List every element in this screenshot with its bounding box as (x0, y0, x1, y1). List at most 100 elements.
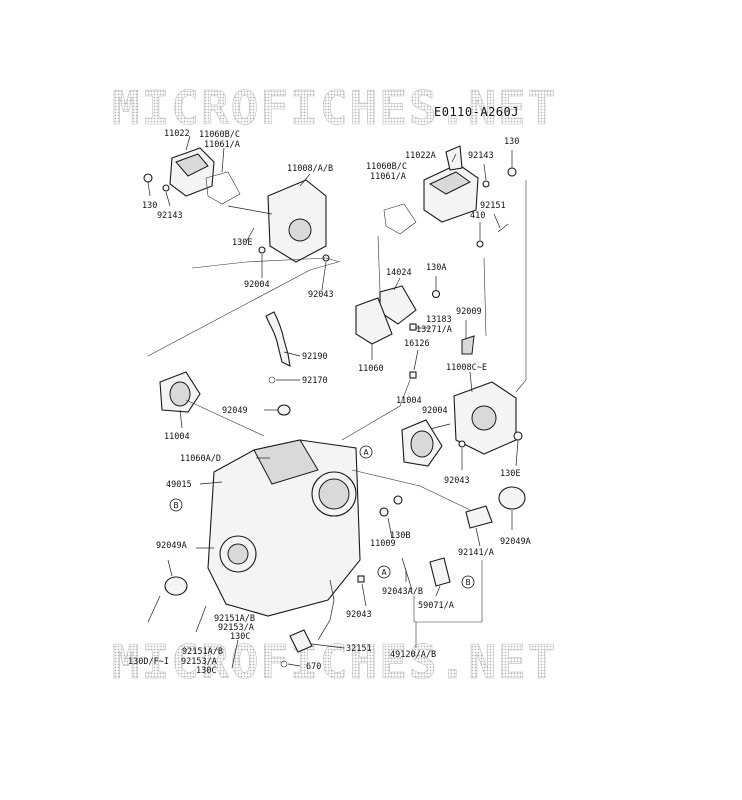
head-port-left (288, 218, 312, 242)
left-valve-cover-assembly (143, 135, 341, 291)
cover-gasket-right (383, 203, 417, 235)
ref-marker-a2: A (377, 565, 391, 579)
label-92049a-right: 92049A (500, 537, 531, 547)
label-11008ce: 11008C~E (446, 363, 487, 373)
svg-text:B: B (466, 578, 471, 587)
dipstick-tube (317, 579, 335, 641)
label-92153a-2: 92153/A (181, 657, 217, 667)
bolt-130df (147, 595, 161, 623)
label-92143-right: 92143 (468, 151, 494, 161)
stud-130e-left (227, 205, 273, 215)
label-410: 410 (470, 211, 485, 221)
filter-59071 (429, 557, 451, 587)
right-valve-cover-assembly (355, 145, 527, 470)
label-11060bc-right: 11060B/C (366, 162, 407, 172)
label-92043-right: 92043 (444, 476, 470, 486)
svg-text:A: A (382, 568, 388, 577)
pin-16126 (409, 371, 417, 379)
seal-92049 (277, 404, 291, 416)
label-130-left: 130 (142, 201, 157, 211)
label-92151ab-2: 92151A/B (182, 647, 223, 657)
label-130b: 130B (390, 531, 410, 541)
plug-92151 (497, 223, 509, 233)
oring-670 (280, 660, 288, 668)
label-11022-left: 11022 (164, 129, 190, 139)
bolt-130c (231, 639, 239, 669)
ref-marker-a1: A (359, 445, 373, 459)
bolt-130-right (507, 167, 517, 177)
label-92190: 92190 (302, 352, 328, 362)
label-14024: 14024 (386, 268, 412, 278)
label-92049a-left: 92049A (156, 541, 187, 551)
label-59071a: 59071/A (418, 601, 454, 611)
label-130e-right: 130E (500, 469, 520, 479)
bolt-130b (393, 495, 403, 505)
valve-92009 (461, 335, 475, 355)
oil-seal-92049a (164, 576, 188, 596)
label-92049: 92049 (222, 406, 248, 416)
label-92151: 92151 (480, 201, 506, 211)
label-11061a-right: 11061/A (370, 172, 406, 182)
bracket-32151 (289, 629, 313, 653)
label-92143-left: 92143 (157, 211, 183, 221)
svg-text:B: B (174, 501, 179, 510)
bolt-130a (431, 289, 441, 299)
label-49015: 49015 (166, 480, 192, 490)
oil-seal-92049a-right (498, 486, 526, 510)
pin-92043ab (401, 557, 413, 591)
label-92043-top: 92043 (308, 290, 334, 300)
spacer-11060 (355, 297, 393, 345)
label-11060ad: 11060A/D (180, 454, 221, 464)
watermark-top: MICROFICHES.NET (112, 81, 557, 135)
label-130a: 130A (426, 263, 446, 273)
label-32151: 32151 (346, 644, 372, 654)
pin-92004-left (258, 246, 266, 254)
bolt-130e-right (513, 431, 523, 441)
ref-marker-b1: B (169, 498, 183, 512)
washer-92143-right (482, 180, 490, 188)
label-92141a: 92141/A (458, 548, 494, 558)
rocker-cover-right-top (428, 171, 471, 195)
svg-text:A: A (364, 448, 370, 457)
label-16126: 16126 (404, 339, 430, 349)
washer-11009 (379, 507, 389, 517)
part-labels: 11022 11060B/C 11061/A 130 92143 11008/A… (128, 129, 531, 676)
label-11060: 11060 (358, 364, 384, 374)
label-92153a-1: 92153/A (218, 623, 254, 633)
ref-marker-b2: B (461, 575, 475, 589)
label-92151ab-1: 92151A/B (214, 614, 255, 624)
label-130-right: 130 (504, 137, 519, 147)
head-port-right (471, 405, 497, 431)
pin-92043-bottom (357, 575, 365, 583)
label-11009: 11009 (370, 539, 396, 549)
bushing-92141 (465, 505, 493, 529)
cover-gasket-left (205, 171, 241, 205)
crankcase-assembly (147, 261, 526, 669)
oring-410 (476, 240, 484, 248)
label-11008ab: 11008/A/B (287, 164, 333, 174)
clamp-92170 (268, 376, 276, 384)
label-11060bc-left: 11060B/C (199, 130, 240, 140)
label-11022a: 11022A (405, 151, 436, 161)
label-130c-1: 130C (230, 632, 250, 642)
label-11061a-left: 11061/A (204, 140, 240, 150)
label-11004-right: 11004 (396, 396, 422, 406)
label-92004-left: 92004 (244, 280, 270, 290)
label-130c-2: 130C (196, 666, 216, 676)
label-13183: 13183 (426, 315, 452, 325)
breather-hose-92190 (265, 311, 291, 367)
label-92009: 92009 (456, 307, 482, 317)
label-92170: 92170 (302, 376, 328, 386)
label-670: 670 (306, 662, 321, 672)
label-92043ab: 92043A/B (382, 587, 423, 597)
label-92004-right: 92004 (422, 406, 448, 416)
label-13271a: 13271/A (416, 325, 452, 335)
rocker-cover-left-top (175, 153, 209, 177)
label-49120ab: 49120/A/B (390, 650, 436, 660)
washer-92143-left (162, 184, 170, 192)
label-130df: 130D/F~I (128, 657, 169, 667)
bolt-92151ab-1 (195, 605, 207, 633)
label-130e-left: 130E (232, 238, 252, 248)
